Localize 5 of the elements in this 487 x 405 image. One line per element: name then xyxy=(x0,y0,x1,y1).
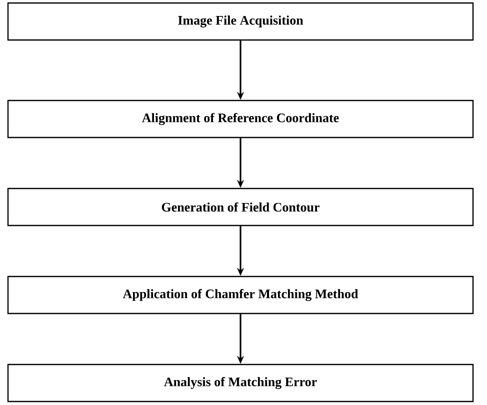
process-box: Application of Chamfer Matching Method xyxy=(7,276,474,314)
process-box: Image File Acquisition xyxy=(7,2,474,41)
process-box: Alignment of Reference Coordinate xyxy=(7,100,474,138)
process-box: Analysis of Matching Error xyxy=(7,364,474,402)
process-box: Generation of Field Contour xyxy=(7,188,474,226)
